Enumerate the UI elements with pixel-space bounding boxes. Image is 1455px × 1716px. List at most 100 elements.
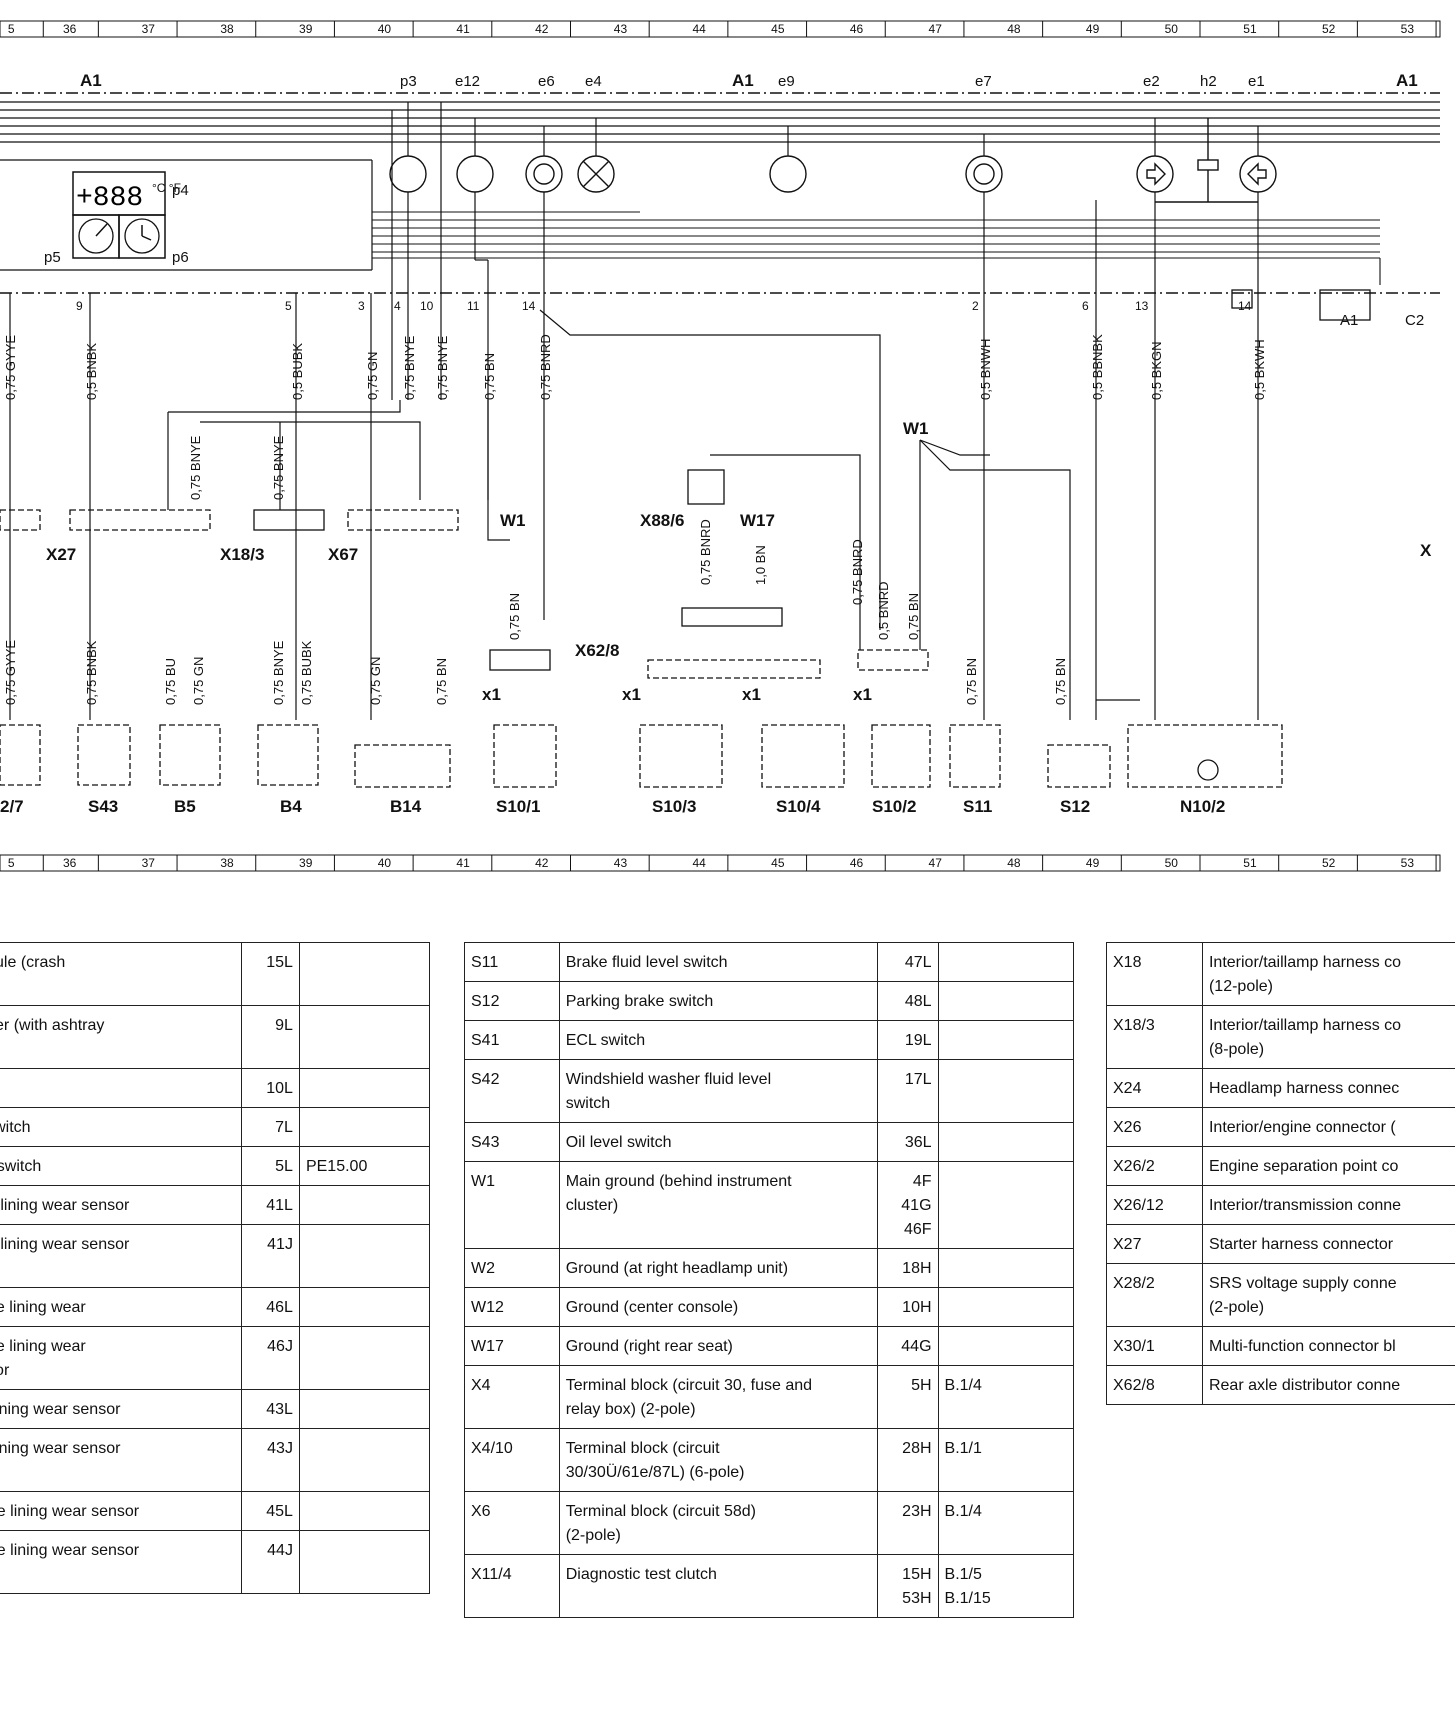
ruler-number: 40 <box>378 856 392 870</box>
table-cell-code: S42 <box>464 1059 560 1123</box>
svg-text:A1: A1 <box>1340 312 1358 329</box>
svg-text:0,75 BU: 0,75 BU <box>163 658 178 705</box>
svg-text:0,75 BNYE: 0,75 BNYE <box>271 640 286 705</box>
table-cell-num: 48L <box>877 981 939 1021</box>
table-cell-num: 46L <box>240 1287 300 1327</box>
table-cell-desc: Ground (at right headlamp unit) <box>558 1248 879 1288</box>
table-cell-ref <box>937 1161 1075 1249</box>
transistor-icon <box>1197 759 1219 781</box>
table-cell-desc: nt brake lining wear <box>0 1287 242 1327</box>
table-cell-num: 43J <box>240 1428 300 1492</box>
ruler-number: 38 <box>220 22 234 36</box>
table-cell-desc: ar brake lining wear sensoror <box>0 1530 242 1594</box>
bus-lines <box>0 101 1440 143</box>
connector-strips <box>0 289 1371 679</box>
table-row: nt brake lining wearonnector46J <box>0 1326 431 1390</box>
svg-text:X: X <box>1420 541 1432 560</box>
table-cell-desc: Engine separation point co <box>1201 1146 1455 1186</box>
table-cell-num: 45L <box>240 1491 300 1531</box>
ruler-number: 39 <box>299 856 313 870</box>
table-cell-ref: B.1/1 <box>937 1428 1075 1492</box>
svg-text:1,0 BN: 1,0 BN <box>753 545 768 585</box>
ruler-number: 41 <box>456 22 470 36</box>
table-cell-desc: Rear axle distributor conne <box>1201 1365 1455 1405</box>
table-cell-desc: ion <box>0 1068 242 1108</box>
table-cell-ref: B.1/4 <box>937 1365 1075 1429</box>
wire-labels-bottom: 0,75 GYYE 0,75 BNBK 0,75 BU 0,75 GN 0,75… <box>3 640 1068 705</box>
ruler-number: 51 <box>1243 856 1257 870</box>
table-cell-code: X18/3 <box>1106 1005 1203 1069</box>
svg-text:x1: x1 <box>742 685 761 704</box>
table-cell-desc: Ground (center console) <box>558 1287 879 1327</box>
svg-text:X67: X67 <box>328 545 358 564</box>
svg-text:0,75 BN: 0,75 BN <box>507 593 522 640</box>
svg-text:11: 11 <box>467 299 480 313</box>
ruler-number: 37 <box>142 22 156 36</box>
table-cell-desc: Multi-function connector bl <box>1201 1326 1455 1366</box>
svg-text:0,75 BN: 0,75 BN <box>906 593 921 640</box>
table-cell-desc: Interior/engine connector ( <box>1201 1107 1455 1147</box>
table-cell-code: S41 <box>464 1020 560 1060</box>
ruler-number: 42 <box>535 22 549 36</box>
svg-text:0,75 BNRD: 0,75 BNRD <box>538 334 553 400</box>
table-cell-desc: Interior/taillamp harness co(12-pole) <box>1201 942 1455 1006</box>
ruler-number: 38 <box>220 856 234 870</box>
svg-text:A1: A1 <box>732 71 754 90</box>
table-cell-desc: brake lining wear sensoror <box>0 1428 242 1492</box>
ruler-number: 52 <box>1322 856 1336 870</box>
ruler-frame <box>0 20 1441 38</box>
table-cell-num: 18H <box>877 1248 939 1288</box>
svg-text:S11: S11 <box>963 797 992 816</box>
svg-text:B5: B5 <box>174 797 196 816</box>
table-cell-ref <box>298 1491 431 1531</box>
parts-table-left: ol module (crashent)15Lar lighter (with … <box>0 942 432 1702</box>
table-cell-desc: ar lighter (with ashtrayon) <box>0 1005 242 1069</box>
wire-labels-top: 0,75 GYYE 0,5 BNBK 0,5 BUBK 0,75 GN 0,75… <box>3 334 1267 400</box>
clock-p6 <box>118 214 166 259</box>
table-cell-ref <box>937 1248 1075 1288</box>
svg-text:14: 14 <box>1238 299 1252 313</box>
ruler-number: 36 <box>63 22 77 36</box>
svg-text:2/7: 2/7 <box>0 797 24 816</box>
table-cell-num: 44G <box>877 1326 939 1366</box>
display-unit: °C °F <box>152 181 181 195</box>
svg-text:W1: W1 <box>500 511 526 530</box>
table-cell-ref <box>937 1326 1075 1366</box>
table-cell-num: 41J <box>240 1224 300 1288</box>
table-cell-ref <box>298 1005 431 1069</box>
svg-text:e7: e7 <box>975 73 992 90</box>
table-cell-num: 46J <box>240 1326 300 1390</box>
table-cell-desc: Oil level switch <box>558 1122 879 1162</box>
table-cell-code: X62/8 <box>1106 1365 1203 1405</box>
ruler-number: 53 <box>1401 856 1415 870</box>
table-row: ol module (crashent)15L <box>0 942 431 1006</box>
svg-text:0,75 BN: 0,75 BN <box>964 658 979 705</box>
svg-text:h2: h2 <box>1200 73 1217 90</box>
svg-text:X62/8: X62/8 <box>575 641 619 660</box>
label-p5: p5 <box>44 249 61 266</box>
svg-text:0,75 BN: 0,75 BN <box>1053 658 1068 705</box>
table-cell-num: 10L <box>240 1068 300 1108</box>
ruler-number: 49 <box>1086 22 1100 36</box>
svg-text:e1: e1 <box>1248 73 1265 90</box>
table-row: : brake lining wear sensoror41J <box>0 1224 431 1288</box>
svg-text:S43: S43 <box>88 797 118 816</box>
lamp-e1-icon <box>1239 155 1277 193</box>
svg-text:0,75 BN: 0,75 BN <box>482 353 497 400</box>
table-cell-desc: ar brake lining wear sensor <box>0 1491 242 1531</box>
svg-text:14: 14 <box>522 299 536 313</box>
